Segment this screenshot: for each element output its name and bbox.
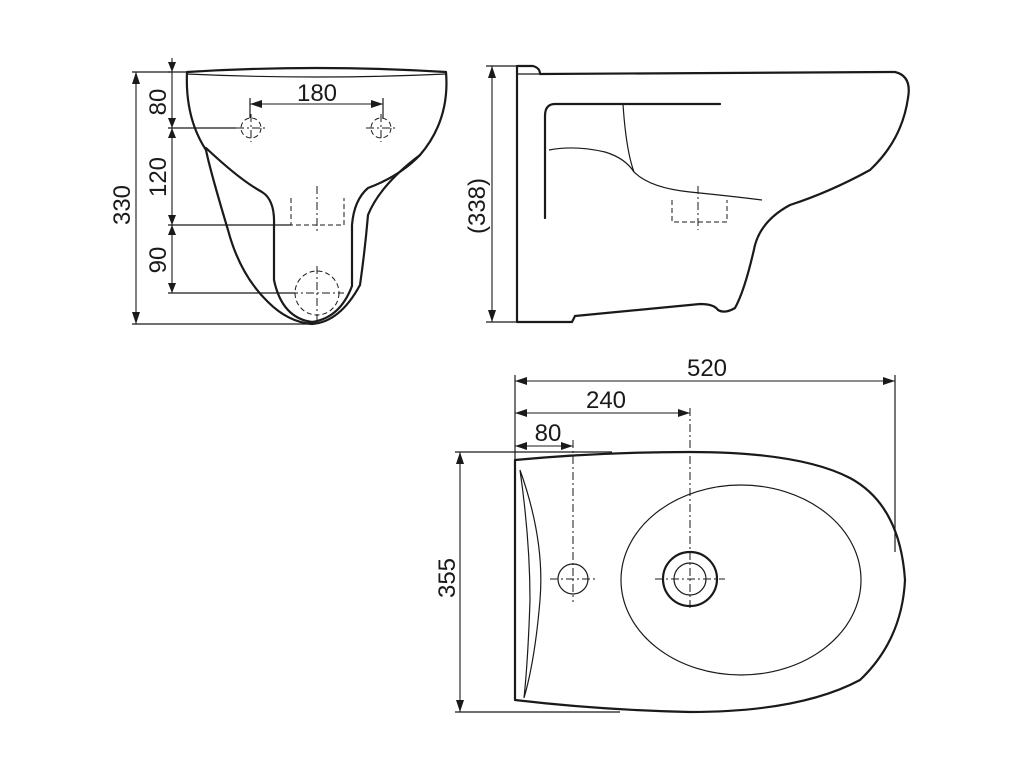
top-view: 520 240 80 355 (434, 355, 907, 714)
side-view-outline (515, 64, 910, 324)
top-dim-length: 520 (687, 355, 727, 382)
side-view: (338) (464, 64, 910, 324)
top-dim-width: 355 (434, 558, 461, 598)
top-bowl (620, 484, 862, 676)
front-inner-trap (204, 146, 422, 324)
front-view-outline (185, 66, 448, 326)
top-front-edge (519, 469, 542, 699)
front-rim-line (186, 73, 447, 78)
top-dim-fixing: 80 (535, 420, 562, 447)
front-dim-upper: 80 (145, 89, 172, 116)
top-dim-outlet: 240 (586, 387, 626, 414)
side-dim-height: (338) (464, 178, 491, 234)
side-water-line (548, 147, 763, 201)
front-dim-spacing: 180 (297, 80, 337, 107)
front-dim-height: 330 (109, 185, 136, 225)
front-fixing-hole-right (370, 117, 392, 139)
side-inner-bowl (543, 102, 722, 220)
front-view: 180 330 80 120 90 (109, 58, 448, 326)
front-dim-middle: 120 (145, 157, 172, 197)
front-dim-lower: 90 (145, 247, 172, 274)
front-fixing-hole-left (240, 117, 262, 139)
side-trap-curve (622, 103, 635, 173)
side-outlet-hidden (671, 200, 728, 223)
